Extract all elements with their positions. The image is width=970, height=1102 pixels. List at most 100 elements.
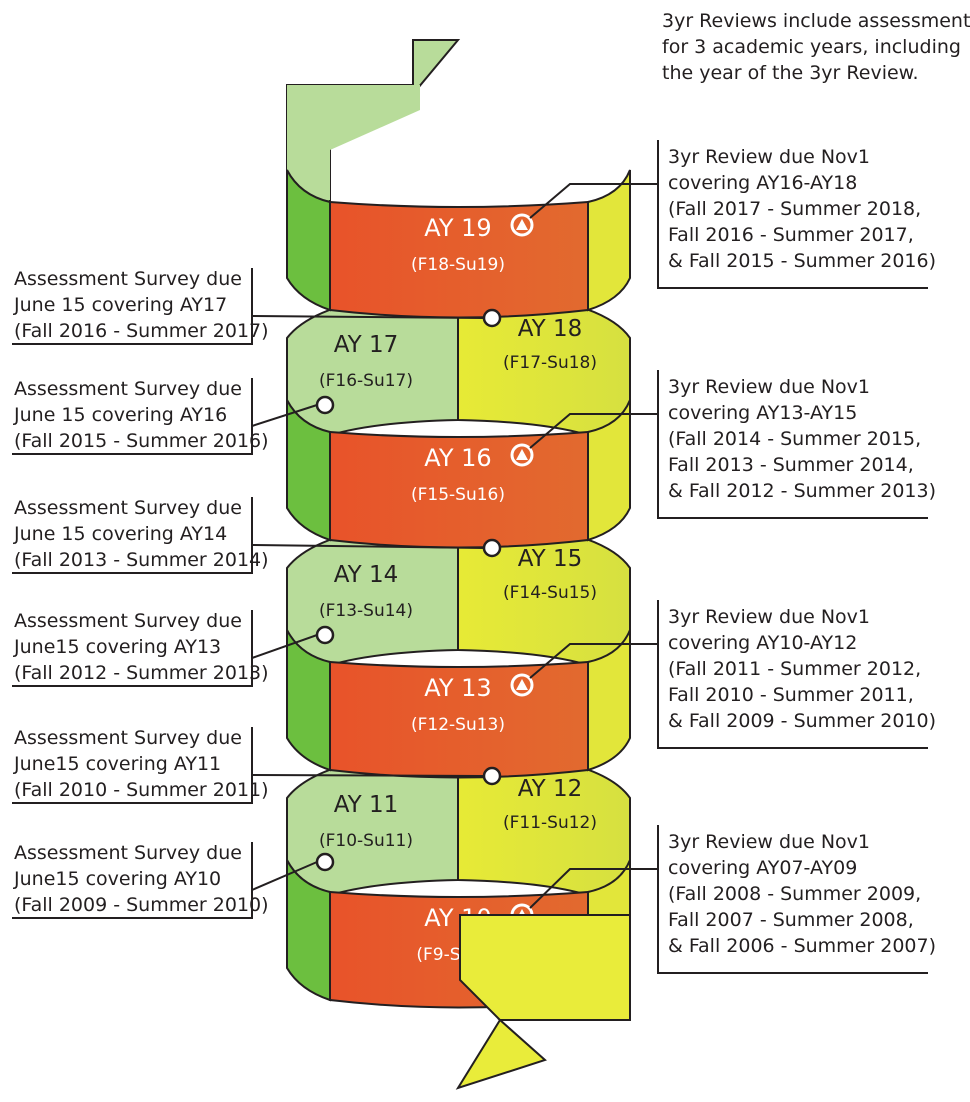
survey-callout-line: (Fall 2009 - Summer 2010) [14, 894, 269, 916]
green-band-year: AY 14 [334, 562, 399, 588]
survey-callout-line: June15 covering AY11 [14, 753, 222, 775]
green-band-range: (F16-Su17) [319, 371, 413, 391]
review-callout-line: Fall 2010 - Summer 2011, [668, 684, 914, 706]
red-band-year: AY 13 [424, 674, 491, 702]
survey-marker-icon [315, 625, 335, 645]
triangle-icon [516, 219, 528, 230]
review-connector [529, 183, 658, 219]
survey-callout-line: Assessment Survey due [14, 378, 242, 400]
review-callout-line: covering AY10-AY12 [668, 632, 858, 654]
red-band-year: AY 19 [424, 214, 491, 242]
survey-callout-line: June 15 covering AY17 [14, 294, 228, 316]
assessment-spiral-diagram: AY 19 (F18-Su19) AY 16 (F15-Su16) AY 13 (F12-… [12, 39, 928, 1090]
survey-callout-line: June 15 covering AY14 [14, 523, 228, 545]
green-band-range: (F13-Su14) [319, 601, 413, 621]
survey-callout-line: June15 covering AY13 [14, 636, 222, 658]
green-band-range: (F10-Su11) [319, 831, 413, 851]
survey-callout-line: (Fall 2012 - Summer 2013) [14, 662, 269, 684]
note-line: for 3 academic years, including [662, 36, 961, 58]
red-band-range: (F18-Su19) [411, 255, 505, 275]
yellow-band-range: (F14-Su15) [503, 583, 597, 603]
yellow-band-year: AY 18 [518, 316, 583, 342]
survey-bracket [12, 610, 253, 687]
review-callout-line: Fall 2007 - Summer 2008, [668, 909, 914, 931]
triangle-icon [516, 679, 528, 690]
review-callout-line: 3yr Review due Nov1 [668, 831, 871, 853]
survey-marker-icon [482, 538, 502, 558]
yellow-band-year: AY 12 [518, 776, 583, 802]
review-callout-line: Fall 2016 - Summer 2017, [668, 224, 914, 246]
red-band-range: (F15-Su16) [411, 485, 505, 505]
review-callout-line: & Fall 2006 - Summer 2007) [668, 935, 936, 957]
ribbon-bottom-tail [455, 914, 631, 1090]
survey-connector [251, 861, 318, 891]
ribbon-top-tail-body [287, 85, 420, 200]
note-line: the year of the 3yr Review. [662, 62, 919, 84]
yellow-side-panel [587, 169, 631, 312]
yellow-side-panel [587, 629, 631, 772]
review-callout: 3yr Review due Nov1 covering AY16-AY18 (Fa… [668, 144, 936, 274]
review-callout: 3yr Review due Nov1 covering AY07-AY09 (Fa… [668, 829, 936, 959]
review-callout-line: & Fall 2009 - Summer 2010) [668, 710, 936, 732]
review-callout-line: & Fall 2015 - Summer 2016) [668, 250, 936, 272]
review-connector [529, 413, 658, 449]
survey-callout-line: (Fall 2013 - Summer 2014) [14, 549, 269, 571]
review-callout-line: Fall 2013 - Summer 2014, [668, 454, 914, 476]
survey-marker-icon [482, 766, 502, 786]
survey-bracket [12, 268, 253, 345]
review-callout-line: covering AY16-AY18 [668, 172, 858, 194]
survey-connector [251, 634, 318, 659]
review-callout-line: 3yr Review due Nov1 [668, 606, 871, 628]
review-connector [529, 868, 658, 909]
review-callout-line: (Fall 2008 - Summer 2009, [668, 883, 922, 905]
review-bracket [657, 825, 928, 974]
survey-connector [251, 544, 485, 549]
green-band-year: AY 11 [334, 792, 399, 818]
review-connector [529, 643, 658, 679]
review-marker-icon [510, 673, 534, 697]
review-bracket [657, 140, 928, 289]
note-line: 3yr Reviews include assessment [662, 10, 970, 32]
survey-callout-line: Assessment Survey due [14, 727, 242, 749]
yellow-band-year: AY 15 [518, 546, 583, 572]
green-band-year: AY 17 [334, 332, 399, 358]
triangle-icon [516, 449, 528, 460]
survey-marker-icon [482, 308, 502, 328]
yellow-band-range: (F11-Su12) [503, 813, 597, 833]
survey-marker-icon [315, 852, 335, 872]
survey-callout-line: (Fall 2015 - Summer 2016) [14, 430, 269, 452]
survey-bracket [12, 727, 253, 804]
red-band-year: AY 16 [424, 444, 491, 472]
survey-marker-icon [315, 395, 335, 415]
yellow-band-range: (F17-Su18) [503, 353, 597, 373]
survey-callout-line: Assessment Survey due [14, 268, 242, 290]
survey-connector [251, 774, 485, 777]
survey-callout-line: (Fall 2016 - Summer 2017) [14, 320, 269, 342]
review-callout-line: 3yr Review due Nov1 [668, 146, 871, 168]
red-band-range: (F12-Su13) [411, 715, 505, 735]
review-callout-line: covering AY07-AY09 [668, 857, 858, 879]
review-callout-line: (Fall 2017 - Summer 2018, [668, 198, 922, 220]
survey-connector [251, 315, 485, 319]
review-marker-icon [510, 213, 534, 237]
yellow-side-panel [587, 399, 631, 542]
survey-callout-line: June 15 covering AY16 [14, 404, 228, 426]
survey-connector [251, 404, 318, 427]
review-callout-line: & Fall 2012 - Summer 2013) [668, 480, 936, 502]
review-marker-icon [510, 443, 534, 467]
survey-bracket [12, 497, 253, 574]
review-bracket [657, 370, 928, 519]
survey-callout-line: Assessment Survey due [14, 842, 242, 864]
survey-callout-line: (Fall 2010 - Summer 2011) [14, 779, 269, 801]
review-callout-line: (Fall 2014 - Summer 2015, [668, 428, 922, 450]
survey-bracket [12, 378, 253, 455]
survey-callout-line: Assessment Survey due [14, 497, 242, 519]
survey-callout-line: June15 covering AY10 [14, 868, 222, 890]
